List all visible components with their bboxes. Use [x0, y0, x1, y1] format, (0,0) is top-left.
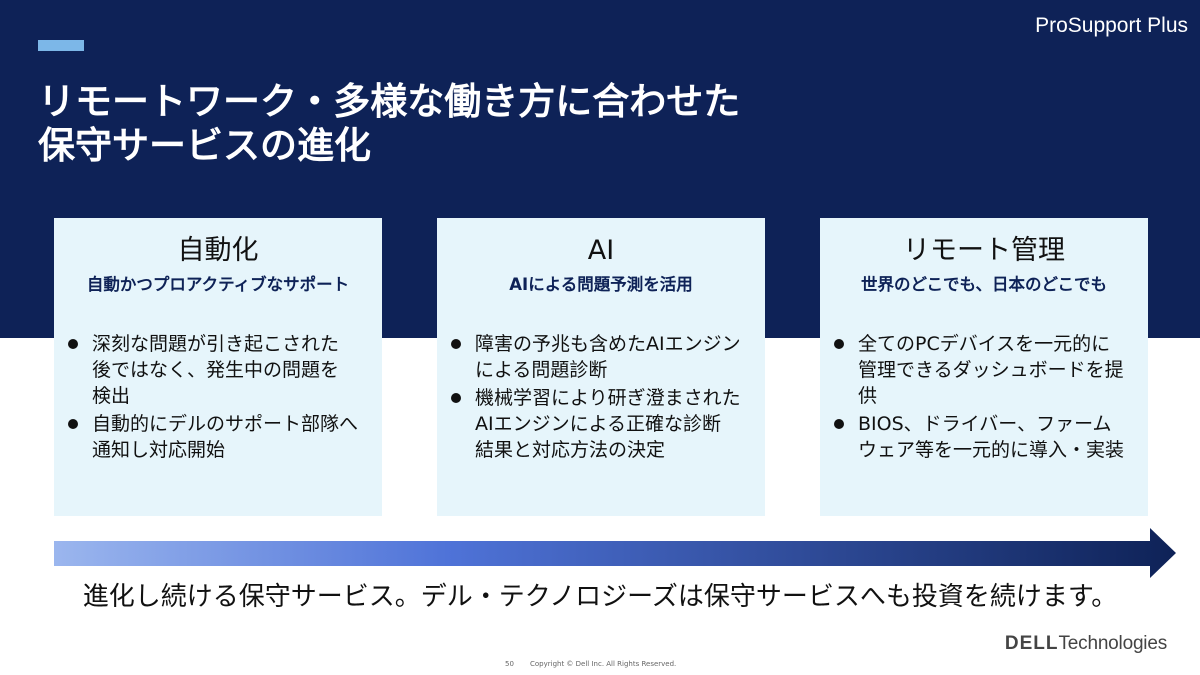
bullet-item: BIOS、ドライバー、ファーム ウェア等を一元的に導入・実装 — [834, 411, 1140, 463]
product-label: ProSupport Plus — [1035, 14, 1188, 37]
copyright-text: Copyright © Dell Inc. All Rights Reserve… — [530, 660, 677, 668]
card-subheading: 世界のどこでも、日本のどこでも — [860, 275, 1107, 294]
slide-title-line-2: 保守サービスの進化 — [38, 124, 371, 167]
bullet-item: 機械学習により研ぎ澄まされた AIエンジンによる正確な診断 結果と対応方法の決定 — [451, 385, 757, 463]
slide-title: リモートワーク・多様な働き方に合わせた 保守サービスの進化 — [38, 80, 798, 168]
bullet-item: 自動的にデルのサポート部隊へ 通知し対応開始 — [68, 411, 374, 463]
bullet-icon — [834, 339, 844, 349]
bullet-list: 深刻な問題が引き起こされた 後ではなく、発生中の問題を 検出 自動的にデルのサポ… — [68, 331, 374, 465]
dell-technologies-logo: DELLTechnologies — [1004, 633, 1167, 654]
bullet-text: 深刻な問題が引き起こされた 後ではなく、発生中の問題を 検出 — [92, 333, 340, 407]
bullet-icon — [68, 419, 78, 429]
card-subheading: 自動かつプロアクティブなサポート — [86, 275, 350, 294]
bullet-icon — [68, 339, 78, 349]
card-heading: 自動化 — [177, 235, 259, 266]
card-heading: AI — [587, 235, 615, 266]
bullet-text: 自動的にデルのサポート部隊へ 通知し対応開始 — [92, 413, 359, 461]
bullet-text: BIOS、ドライバー、ファーム ウェア等を一元的に導入・実装 — [858, 413, 1125, 461]
slide-title-line-1: リモートワーク・多様な働き方に合わせた — [38, 80, 741, 123]
page-number: 50 — [505, 660, 514, 668]
bullet-list: 障害の予兆も含めたAIエンジン による問題診断 機械学習により研ぎ澄まされた A… — [451, 331, 757, 465]
bullet-list: 全てのPCデバイスを一元的に 管理できるダッシュボードを提供 BIOS、ドライバ… — [834, 331, 1140, 465]
bullet-icon — [451, 393, 461, 403]
tagline: 進化し続ける保守サービス。デル・テクノロジーズは保守サービスへも投資を続けます。 — [82, 582, 1118, 612]
bullet-icon — [451, 339, 461, 349]
card-remote-management: リモート管理 世界のどこでも、日本のどこでも 全てのPCデバイスを一元的に 管理… — [820, 218, 1148, 516]
bullet-item: 障害の予兆も含めたAIエンジン による問題診断 — [451, 331, 757, 383]
accent-bar — [38, 40, 84, 51]
bullet-text: 障害の予兆も含めたAIエンジン による問題診断 — [475, 333, 741, 381]
card-automation: 自動化 自動かつプロアクティブなサポート 深刻な問題が引き起こされた 後ではなく… — [54, 218, 382, 516]
progress-arrow-icon — [54, 528, 1176, 578]
bullet-icon — [834, 419, 844, 429]
bullet-text: 機械学習により研ぎ澄まされた AIエンジンによる正確な診断 結果と対応方法の決定 — [475, 387, 741, 461]
bullet-item: 全てのPCデバイスを一元的に 管理できるダッシュボードを提供 — [834, 331, 1140, 409]
card-subheading: AIによる問題予測を活用 — [509, 275, 693, 294]
bullet-item: 深刻な問題が引き起こされた 後ではなく、発生中の問題を 検出 — [68, 331, 374, 409]
card-heading: リモート管理 — [903, 235, 1065, 266]
card-ai: AI AIによる問題予測を活用 障害の予兆も含めたAIエンジン による問題診断 … — [437, 218, 765, 516]
bullet-text: 全てのPCデバイスを一元的に 管理できるダッシュボードを提供 — [858, 333, 1124, 407]
